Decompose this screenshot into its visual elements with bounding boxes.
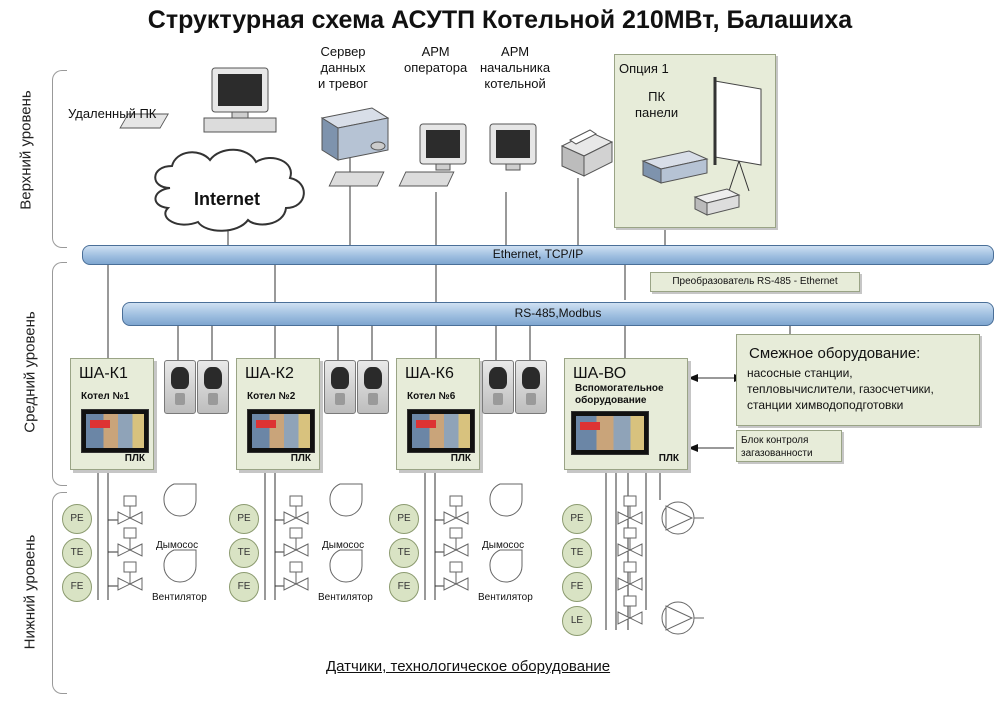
flow-sensor: FE: [62, 572, 92, 602]
flow-sensor: FE: [229, 572, 259, 602]
fan-icon: [163, 549, 197, 583]
cabinet-k2: ША-К2 Котел №2 ПЛК: [236, 358, 320, 470]
cabinet-name: ША-К1: [79, 365, 128, 382]
cabinet-name: ША-К6: [405, 365, 454, 382]
valve-icon: [443, 495, 469, 525]
temperature-sensor: TE: [62, 538, 92, 568]
valve-icon: [117, 495, 143, 525]
bottom-level-bracket: [52, 492, 67, 694]
fan-icon: [489, 549, 523, 583]
valve-icon: [283, 561, 309, 591]
gas-control-block: Блок контроля загазованности: [736, 430, 842, 462]
frequency-drive-icon: [515, 360, 547, 414]
pressure-sensor: PE: [562, 504, 592, 534]
fan-label: Вентилятор: [152, 592, 207, 603]
cabinet-name: ША-ВО: [573, 365, 627, 382]
hmi-panel-icon: [571, 411, 649, 455]
arm-operator-label: АРМ оператора: [404, 44, 468, 75]
fan-icon: [329, 549, 363, 583]
fan-label: Вентилятор: [318, 592, 373, 603]
valve-icon: [443, 527, 469, 557]
frequency-drive-icon: [482, 360, 514, 414]
cabinet-k1: ША-К1 Котел №1 ПЛК: [70, 358, 154, 470]
cabinet-subtitle: Котел №2: [247, 391, 296, 402]
adjacent-line-1: насосные станции,: [747, 366, 853, 380]
server-label: Сервер данных и тревог: [318, 44, 369, 91]
cabinet-k6: ША-К6 Котел №6 ПЛК: [396, 358, 480, 470]
projector-icon: [641, 77, 762, 216]
field-equipment-symbols: [117, 483, 704, 635]
adjacent-line-2: тепловычислители, газосчетчики,: [747, 382, 934, 396]
smoke-exhauster-label: Дымосос: [156, 540, 199, 551]
fan-label: Вентилятор: [478, 592, 533, 603]
option-1-title: Опция 1: [619, 61, 669, 76]
adjacent-line-3: станции химводоподготовки: [747, 398, 904, 412]
level-sensor: LE: [562, 606, 592, 636]
hmi-panel-icon: [407, 409, 475, 453]
printer-icon: [560, 129, 614, 177]
cabinet-name: ША-К2: [245, 365, 294, 382]
option-1-panel: Опция 1 ПК панели: [614, 54, 776, 228]
pressure-sensor: PE: [389, 504, 419, 534]
frequency-drive-icon: [324, 360, 356, 414]
plc-label: ПЛК: [450, 453, 471, 464]
pump-icon: [661, 601, 704, 635]
plc-label: ПЛК: [124, 453, 145, 464]
smoke-exhauster-label: Дымосос: [482, 540, 525, 551]
valve-icon: [617, 561, 643, 591]
cabinet-subtitle: Котел №1: [81, 391, 130, 402]
hmi-panel-icon: [81, 409, 149, 453]
rs485-bus: RS-485,Modbus: [122, 302, 994, 326]
smoke-exhauster-icon: [489, 483, 523, 517]
pump-icon: [661, 501, 704, 535]
pressure-sensor: PE: [229, 504, 259, 534]
temperature-sensor: TE: [389, 538, 419, 568]
arm-operator-computer-icon: [328, 123, 467, 187]
temperature-sensor: TE: [562, 538, 592, 568]
arm-chief-computer-icon: [398, 123, 537, 187]
pressure-sensor: PE: [62, 504, 92, 534]
rs485-bus-label: RS-485,Modbus: [514, 306, 602, 320]
adjacent-title: Смежное оборудование:: [749, 345, 921, 362]
pc-panel-label: ПК панели: [635, 89, 679, 120]
middle-level-bracket: [52, 262, 67, 486]
valve-icon: [117, 527, 143, 557]
valve-icon: [117, 561, 143, 591]
valve-icon: [617, 527, 643, 557]
ethernet-bus: Ethernet, TCP/IP: [82, 245, 994, 265]
arm-chief-label: АРМ начальника котельной: [480, 44, 551, 91]
valve-icon: [443, 561, 469, 591]
remote-pc-label: Удаленный ПК: [68, 106, 157, 121]
remote-pc-icon: [119, 67, 277, 133]
frequency-drive-icon: [164, 360, 196, 414]
temperature-sensor: TE: [229, 538, 259, 568]
hmi-panel-icon: [247, 409, 315, 453]
valve-icon: [283, 527, 309, 557]
smoke-exhauster-label: Дымосос: [322, 540, 365, 551]
cabinet-subtitle: Котел №6: [407, 391, 456, 402]
server-icon: [320, 107, 390, 161]
flow-sensor: FE: [389, 572, 419, 602]
cabinet-vo: ША-ВО Вспомогательное оборудование ПЛК: [564, 358, 688, 470]
top-level-bracket: [52, 70, 67, 248]
internet-label: Internet: [193, 189, 260, 209]
valve-icon: [617, 595, 643, 625]
converter-box: Преобразователь RS-485 - Ethernet: [650, 272, 860, 292]
flow-sensor: FE: [562, 572, 592, 602]
valve-icon: [617, 495, 643, 525]
bottom-caption: Датчики, технологическое оборудование: [326, 658, 611, 675]
internet-cloud-icon: [154, 148, 305, 232]
frequency-drive-icon: [357, 360, 389, 414]
plc-label: ПЛК: [290, 453, 311, 464]
smoke-exhauster-icon: [163, 483, 197, 517]
frequency-drive-icon: [197, 360, 229, 414]
page-title: Структурная схема АСУТП Котельной 210МВт…: [147, 6, 853, 34]
plc-label: ПЛК: [658, 453, 679, 464]
ethernet-bus-label: Ethernet, TCP/IP: [492, 247, 584, 261]
adjacent-equipment-box: Смежное оборудование: насосные станции, …: [736, 334, 980, 426]
valve-icon: [283, 495, 309, 525]
cabinet-subtitle: Вспомогательное оборудование: [575, 383, 664, 406]
smoke-exhauster-icon: [329, 483, 363, 517]
